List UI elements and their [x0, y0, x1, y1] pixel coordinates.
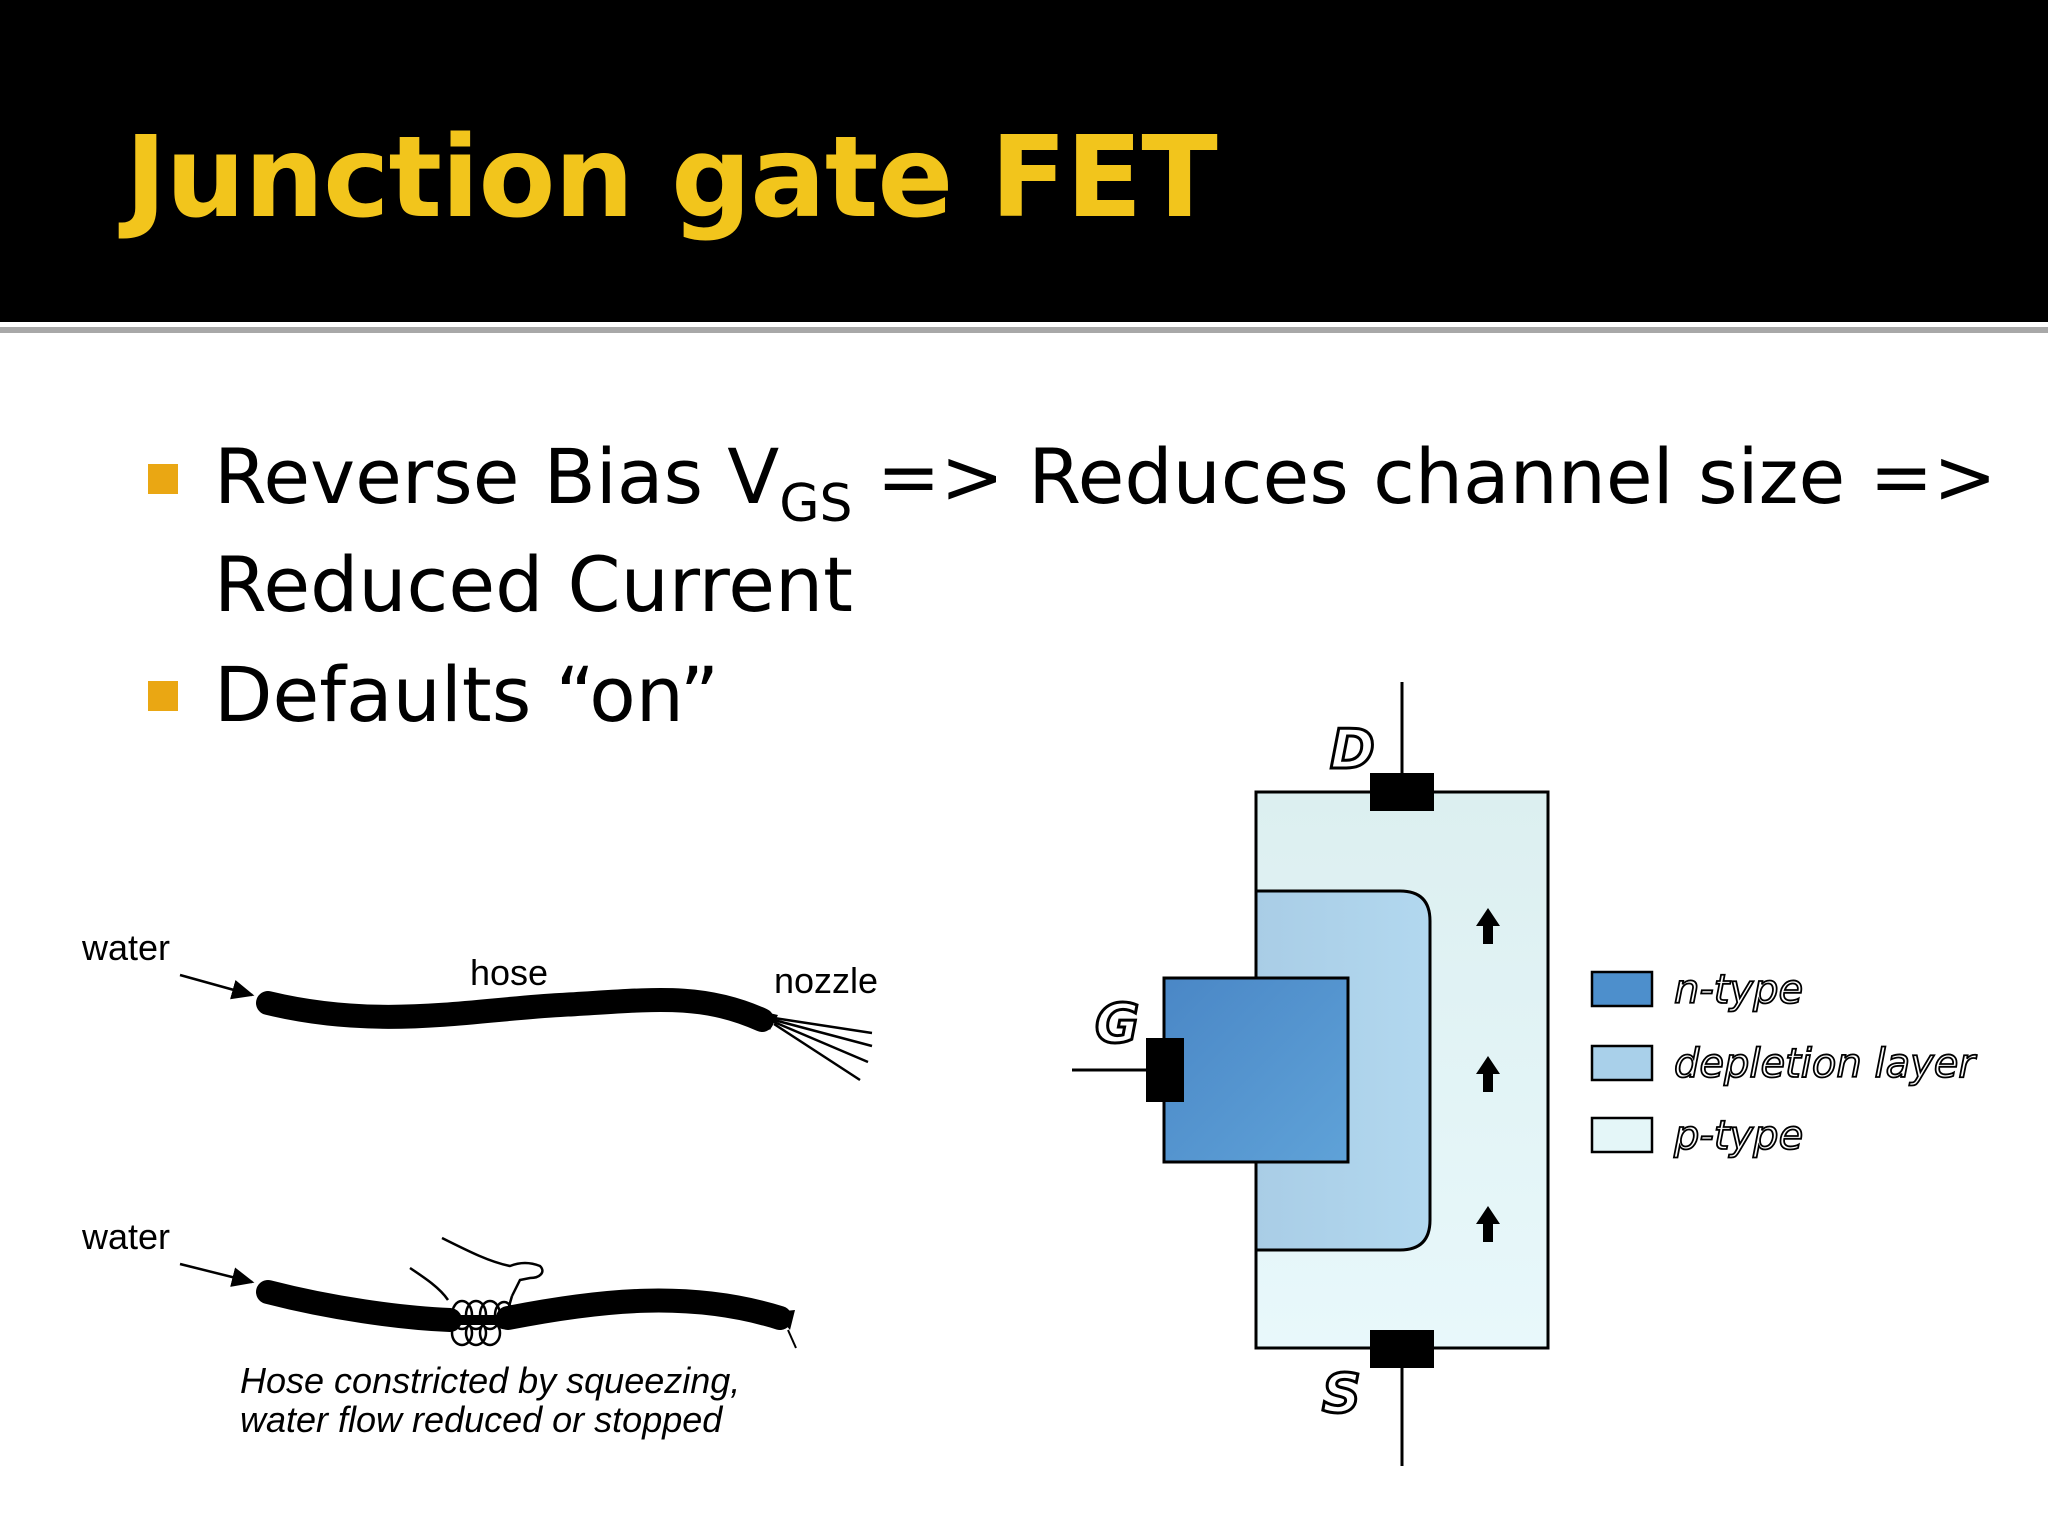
current-arrow-icon [1476, 1056, 1500, 1092]
terminal-source-label: S [1322, 1362, 1361, 1425]
bullet-2-text: Defaults “on” [214, 650, 720, 739]
nozzle-bottom [775, 1310, 795, 1330]
water-arrow-top [179, 973, 255, 1000]
bullet-1-line-1: Reverse Bias VGS => Reduces channel size… [214, 422, 1997, 532]
slide-title: Junction gate FET [125, 113, 1218, 243]
title-divider [0, 327, 2048, 333]
bullet-1-text-after: => Reduces channel size => [852, 432, 1997, 521]
caption-line-2: water flow reduced or stopped [240, 1399, 723, 1440]
legend-swatch-n-type [1590, 970, 1654, 1008]
bullet-1-text-before: Reverse Bias V [214, 432, 780, 521]
water-spray [773, 1016, 873, 1082]
hand-illustration [409, 1236, 544, 1347]
current-arrow-icon [1476, 1206, 1500, 1242]
current-arrow-icon [1476, 908, 1500, 944]
drain-contact [1370, 773, 1434, 811]
hose-top [256, 988, 774, 1032]
nozzle-shape [756, 1010, 778, 1030]
water-arrow-bottom [179, 1262, 255, 1287]
depletion-region [1254, 889, 1432, 1252]
terminal-gate-label: G [1095, 992, 1139, 1055]
bullet-1-subscript: GS [779, 474, 853, 534]
gate-contact [1146, 1038, 1184, 1102]
legend-label-p-type: p-type [1673, 1113, 1803, 1159]
current-arrows [1476, 908, 1500, 1242]
legend-label-n-type: n-type [1674, 967, 1803, 1013]
bullet-1-line-2: Reduced Current [214, 540, 853, 629]
label-nozzle: nozzle [774, 960, 878, 1001]
p-type-region [1254, 790, 1550, 1350]
legend-swatch-p-type [1590, 1116, 1654, 1154]
hose-bottom-left [256, 1280, 462, 1332]
n-type-region [1162, 976, 1350, 1164]
label-water-bottom: water [81, 1216, 170, 1257]
hose-bottom-right [496, 1288, 792, 1330]
source-contact [1370, 1330, 1434, 1368]
legend-swatch-depletion [1590, 1044, 1654, 1082]
label-water-top: water [81, 927, 170, 968]
legend: n-type depletion layer p-type [1590, 966, 1978, 1160]
bullet-marker-2 [148, 681, 178, 711]
bullet-marker-1 [148, 464, 178, 494]
terminal-drain-label: D [1330, 718, 1375, 781]
caption-line-1: Hose constricted by squeezing, [240, 1360, 740, 1401]
title-bar: Junction gate FET [0, 0, 2048, 322]
label-hose: hose [470, 952, 548, 993]
drip-line [787, 1329, 797, 1349]
legend-label-depletion: depletion layer [1674, 1041, 1977, 1087]
